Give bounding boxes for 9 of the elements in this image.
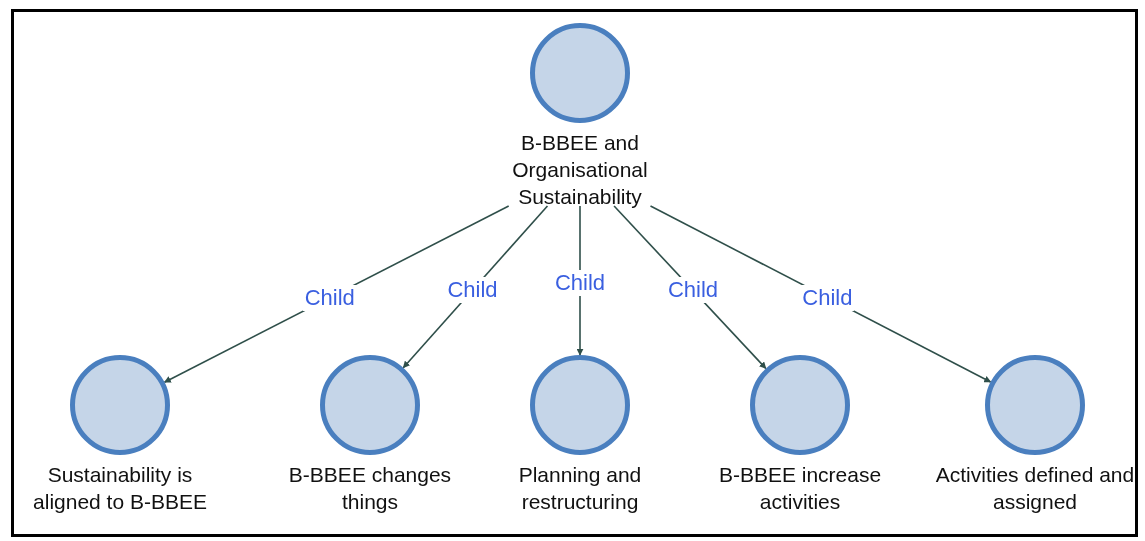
edge-label: Child [445, 277, 500, 304]
node-label: Planning and restructuring [517, 462, 643, 515]
node-label: B-BBEE and Organisational Sustainability [511, 130, 649, 210]
edge-label: Child [800, 284, 855, 311]
node-label: Sustainability is aligned to B-BBEE [32, 462, 208, 515]
edge-label: Child [302, 284, 357, 311]
node-label: B-BBEE increase activities [717, 462, 883, 515]
node-label: B-BBEE changes things [287, 462, 453, 515]
node-label: Activities defined and assigned [934, 462, 1136, 515]
